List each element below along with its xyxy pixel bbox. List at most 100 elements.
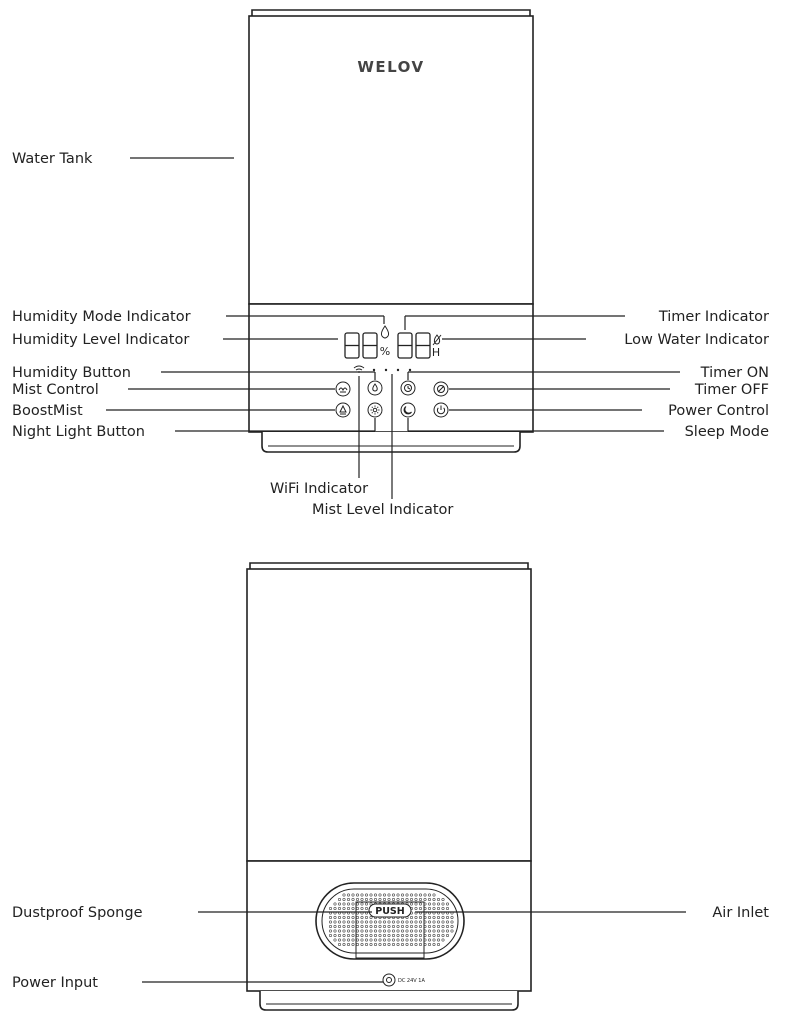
vent-hole bbox=[351, 915, 355, 919]
vent-hole bbox=[418, 942, 422, 946]
vent-hole bbox=[346, 893, 350, 897]
vent-hole bbox=[351, 920, 355, 924]
vent-hole bbox=[342, 942, 346, 946]
vent-hole bbox=[382, 897, 386, 901]
night-light-button[interactable] bbox=[367, 402, 383, 418]
vent-hole bbox=[409, 902, 413, 906]
vent-hole bbox=[342, 902, 346, 906]
vent-hole bbox=[441, 938, 445, 942]
mist-control-button[interactable] bbox=[335, 381, 351, 397]
vent-hole bbox=[396, 942, 400, 946]
vent-hole bbox=[427, 938, 431, 942]
vent-hole bbox=[369, 897, 373, 901]
vent-hole bbox=[423, 897, 427, 901]
water-drop-icon bbox=[380, 325, 390, 339]
vent-hole bbox=[337, 942, 341, 946]
vent-hole bbox=[427, 924, 431, 928]
power-control-button[interactable] bbox=[433, 402, 449, 418]
vent-hole bbox=[364, 902, 368, 906]
vent-hole bbox=[387, 942, 391, 946]
vent-hole bbox=[445, 920, 449, 924]
vent-hole bbox=[351, 924, 355, 928]
humidity-display bbox=[344, 332, 378, 359]
vent-hole bbox=[391, 897, 395, 901]
vent-hole bbox=[441, 902, 445, 906]
vent-hole bbox=[382, 920, 386, 924]
vent-hole bbox=[360, 924, 364, 928]
vent-hole bbox=[328, 920, 332, 924]
vent-hole bbox=[418, 938, 422, 942]
vent-hole bbox=[436, 929, 440, 933]
vent-hole bbox=[414, 929, 418, 933]
vent-hole bbox=[378, 942, 382, 946]
rear-view-unit: PUSH DC 24V 1A bbox=[246, 562, 532, 1011]
top-labels: Water Tank Humidity Mode Indicator Humid… bbox=[12, 151, 769, 518]
vent-hole bbox=[414, 942, 418, 946]
vent-hole bbox=[432, 897, 436, 901]
vent-hole bbox=[387, 933, 391, 937]
vent-hole bbox=[432, 929, 436, 933]
vent-hole bbox=[369, 933, 373, 937]
timer-on-button[interactable] bbox=[400, 380, 416, 396]
vent-hole bbox=[427, 906, 431, 910]
vent-hole bbox=[400, 893, 404, 897]
vent-hole bbox=[328, 933, 332, 937]
vent-hole bbox=[346, 933, 350, 937]
vent-hole bbox=[351, 938, 355, 942]
bottom-callouts bbox=[142, 911, 686, 983]
vent-hole bbox=[436, 906, 440, 910]
power-input-port[interactable] bbox=[382, 973, 396, 987]
vent-hole bbox=[364, 924, 368, 928]
vent-hole bbox=[445, 933, 449, 937]
vent-hole bbox=[360, 897, 364, 901]
vent-hole bbox=[391, 933, 395, 937]
sleep-mode-button[interactable] bbox=[400, 402, 416, 418]
vent-hole bbox=[445, 929, 449, 933]
vent-hole bbox=[418, 902, 422, 906]
vent-hole bbox=[391, 924, 395, 928]
vent-hole bbox=[436, 902, 440, 906]
vent-hole bbox=[441, 929, 445, 933]
label-mist-level-indicator: Mist Level Indicator bbox=[312, 502, 453, 518]
vent-hole bbox=[432, 915, 436, 919]
vent-hole bbox=[351, 897, 355, 901]
vent-hole bbox=[378, 929, 382, 933]
mist-icon bbox=[338, 387, 348, 393]
h-symbol: H bbox=[432, 346, 440, 359]
vent-hole bbox=[445, 906, 449, 910]
air-inlet-vents bbox=[328, 893, 454, 946]
vent-hole bbox=[382, 942, 386, 946]
vent-hole bbox=[405, 938, 409, 942]
vent-hole bbox=[405, 929, 409, 933]
vent-hole bbox=[436, 938, 440, 942]
vent-hole bbox=[373, 933, 377, 937]
vent-hole bbox=[432, 906, 436, 910]
vent-hole bbox=[369, 938, 373, 942]
vent-hole bbox=[427, 933, 431, 937]
boostmist-button[interactable] bbox=[335, 402, 351, 418]
vent-hole bbox=[414, 920, 418, 924]
vent-hole bbox=[373, 924, 377, 928]
label-humidity-level-indicator: Humidity Level Indicator bbox=[12, 332, 189, 348]
vent-hole bbox=[400, 929, 404, 933]
vent-hole bbox=[432, 902, 436, 906]
sun-icon bbox=[370, 405, 380, 415]
label-timer-indicator: Timer Indicator bbox=[658, 309, 769, 325]
vent-hole bbox=[373, 929, 377, 933]
dustproof-sponge bbox=[355, 901, 425, 959]
push-tab[interactable]: PUSH bbox=[368, 903, 412, 918]
timer-off-button[interactable] bbox=[433, 381, 449, 397]
front-view-unit: WELOV % H bbox=[248, 9, 534, 453]
vent-hole bbox=[427, 902, 431, 906]
percent-symbol: % bbox=[380, 345, 390, 358]
vent-hole bbox=[364, 897, 368, 901]
vent-hole bbox=[441, 924, 445, 928]
humidity-button[interactable] bbox=[367, 380, 383, 396]
vent-hole bbox=[418, 915, 422, 919]
vent-hole bbox=[441, 933, 445, 937]
vent-hole bbox=[436, 897, 440, 901]
vent-hole bbox=[364, 906, 368, 910]
vent-hole bbox=[400, 938, 404, 942]
vent-hole bbox=[351, 902, 355, 906]
vent-hole bbox=[387, 920, 391, 924]
